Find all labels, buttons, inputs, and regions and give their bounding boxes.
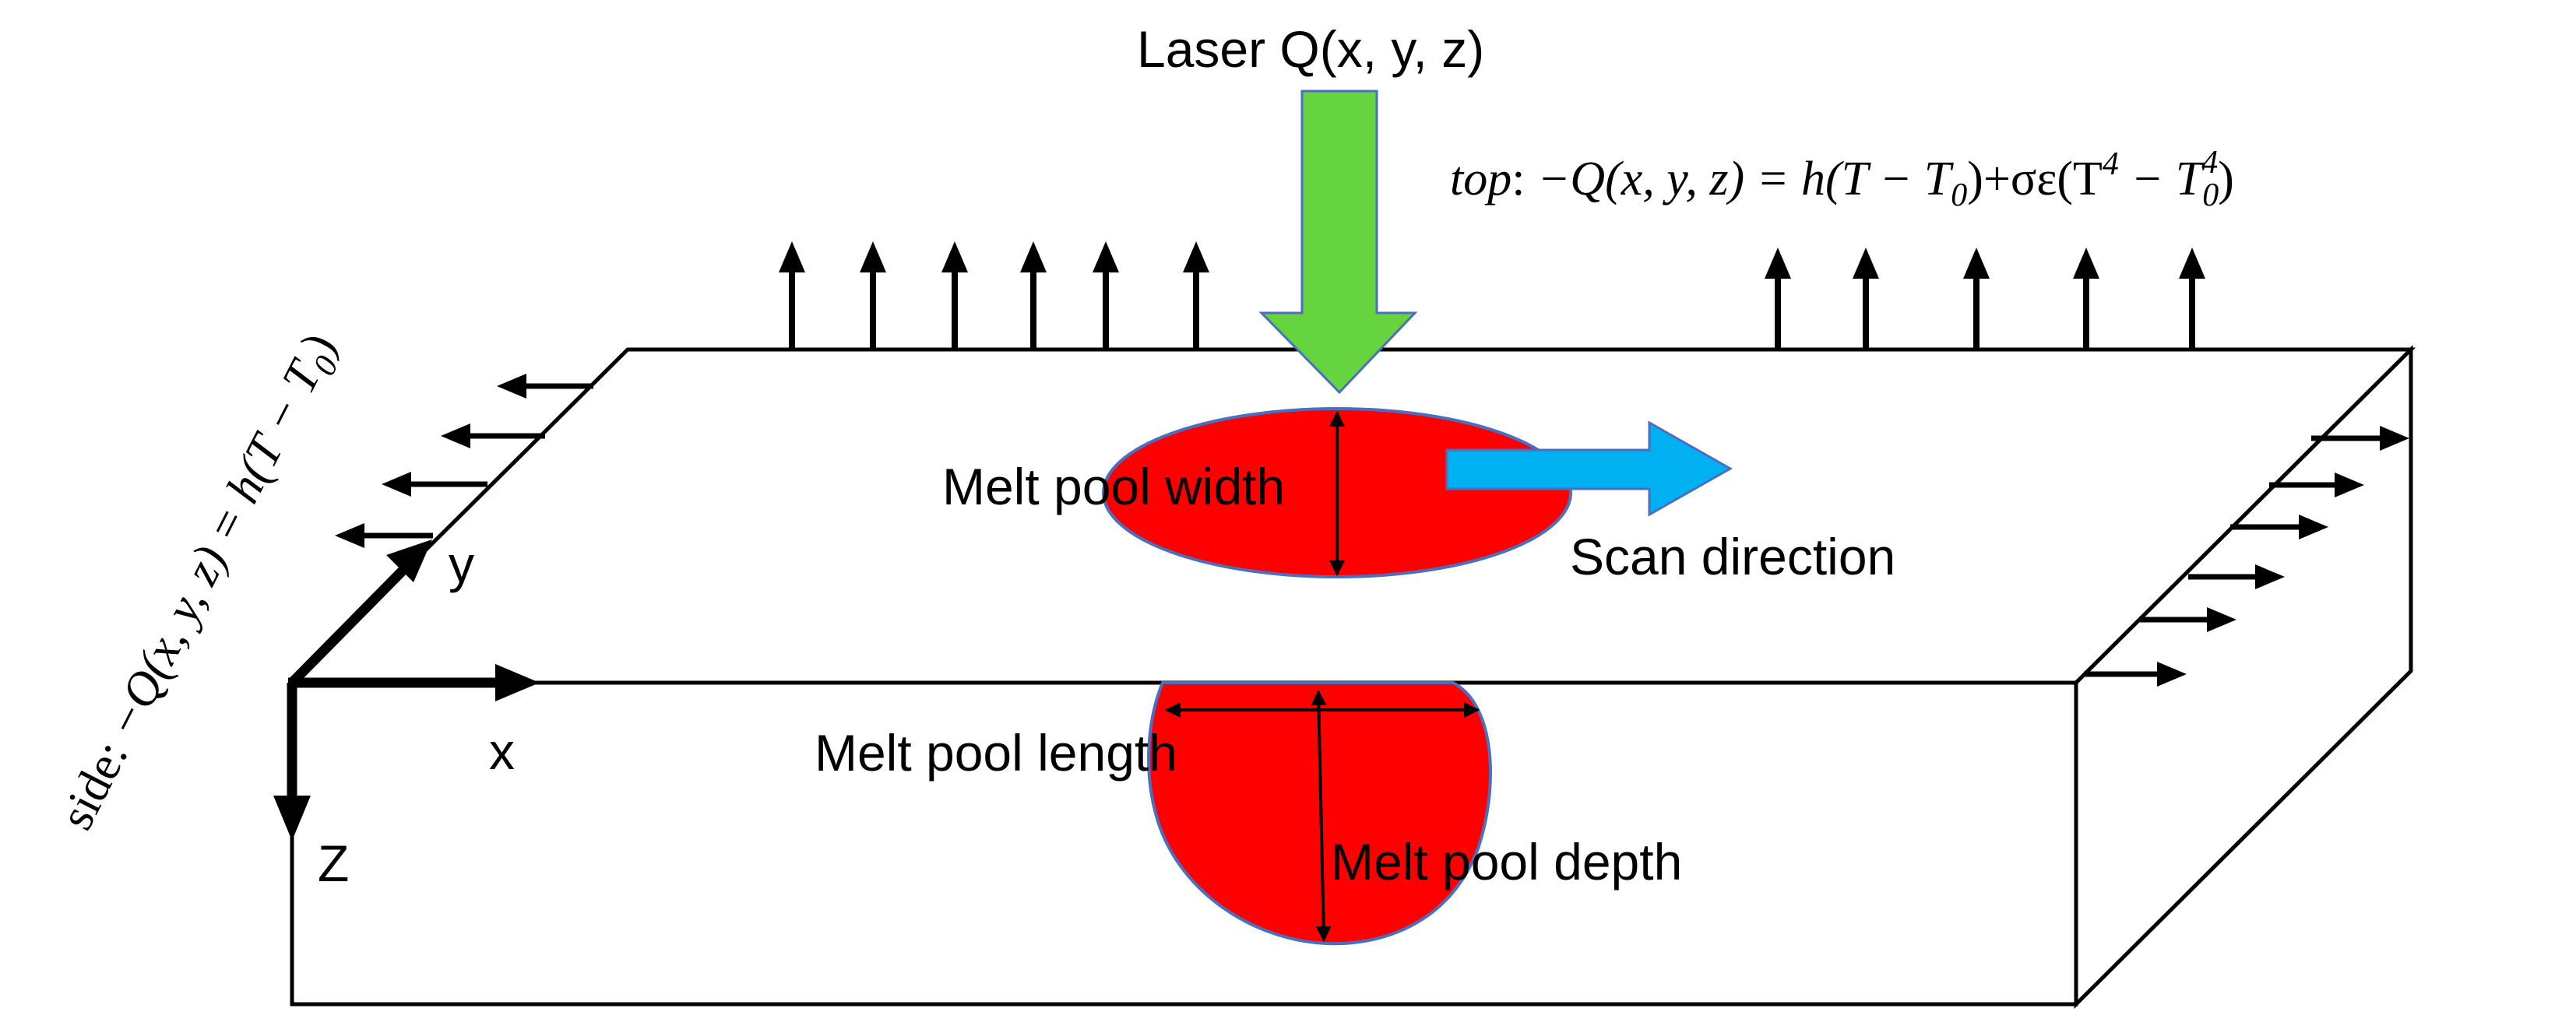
heat-arrow-right (2188, 564, 2285, 589)
scan-direction-arrow (1445, 420, 1733, 517)
laser-label: Laser Q(x, y, z) (1137, 20, 1484, 78)
heat-arrow-right (2084, 662, 2187, 687)
heat-arrow-right (2269, 473, 2364, 497)
heat-arrow-up (941, 241, 968, 350)
axis-z-label: Z (318, 834, 349, 892)
heat-arrow-up (860, 241, 886, 350)
right-heat-loss-arrows (2084, 426, 2409, 687)
heat-arrow-left (441, 423, 545, 448)
heat-arrow-left (497, 374, 593, 399)
axis-x-arrow (288, 664, 540, 701)
melt-pool-width-label: Melt pool width (942, 458, 1285, 515)
heat-arrow-up (1093, 241, 1119, 350)
laser-arrow (1258, 90, 1418, 395)
heat-arrow-up (779, 241, 805, 350)
axis-x-label: x (489, 722, 515, 780)
heat-arrow-up (1020, 241, 1047, 350)
heat-arrow-right (2230, 515, 2328, 539)
axis-y-arrow (288, 539, 432, 687)
melt-pool-depth-dimension (1311, 690, 1332, 942)
heat-arrow-right (2140, 607, 2236, 632)
heat-arrow-up (2179, 248, 2205, 350)
axis-z-arrow (273, 683, 311, 841)
heat-arrow-up (1183, 241, 1209, 350)
heat-arrow-up (1963, 248, 1990, 350)
coordinate-axes (273, 539, 540, 841)
heat-arrow-up (2073, 248, 2099, 350)
scan-direction-label: Scan direction (1570, 528, 1895, 585)
left-heat-loss-arrows (335, 374, 593, 548)
plate-box (287, 344, 2416, 1010)
top-heat-loss-arrows (779, 241, 2205, 350)
heat-arrow-up (1765, 248, 1791, 350)
heat-arrow-left (382, 472, 487, 497)
axis-y-label: y (449, 536, 474, 593)
heat-arrow-left (335, 523, 433, 548)
melt-pool-length-label: Melt pool length (815, 724, 1177, 782)
heat-arrow-up (1853, 248, 1879, 350)
melt-pool-depth-label: Melt pool depth (1331, 833, 1682, 891)
top-boundary-equation: top:−Q(x, y, z) = h(T − T0)+σε(T4 − T04) (1450, 145, 2234, 213)
heat-arrow-right (2311, 426, 2409, 451)
plate-right-face (2074, 344, 2413, 1010)
